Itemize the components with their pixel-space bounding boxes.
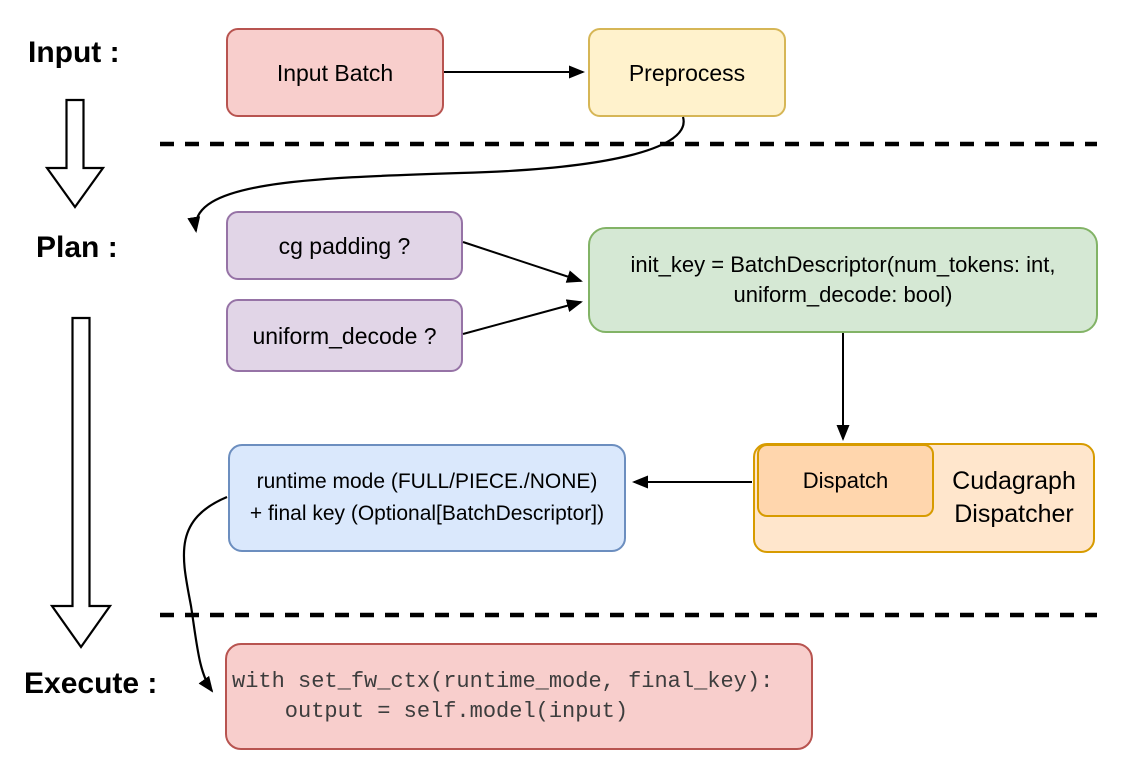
node-preprocess: Preprocess	[588, 28, 786, 117]
node-dispatch: Dispatch	[757, 444, 934, 517]
connector-runtime-mode-to-execute-code	[182, 495, 228, 693]
node-dispatch-label: Dispatch	[802, 467, 889, 493]
node-cudagraph-line1: Cudagraph	[952, 467, 1076, 495]
connector-cg-padding-to-init-key	[462, 241, 583, 283]
node-cudagraph-dispatcher-label: Cudagraph Dispatcher	[935, 445, 1093, 551]
stage-flow-arrow-input-to-plan	[44, 98, 106, 209]
node-execute-code-text: with set_fw_ctx(runtime_mode, final_key)…	[232, 668, 774, 724]
stage-flow-arrow-plan-to-execute	[49, 316, 113, 649]
node-runtime-mode: runtime mode (FULL/PIECE./NONE) + final …	[228, 444, 626, 552]
node-uniform-decode-label: uniform_decode ?	[252, 322, 437, 349]
node-init-key-line2: uniform_decode: bool)	[733, 282, 953, 307]
node-execute-code: with set_fw_ctx(runtime_mode, final_key)…	[225, 643, 813, 750]
stage-label-plan: Plan :	[36, 231, 118, 264]
node-input-batch-label: Input Batch	[276, 59, 394, 86]
node-input-batch: Input Batch	[226, 28, 444, 117]
node-cg-padding: cg padding ?	[226, 211, 463, 280]
connector-uniform-decode-to-init-key	[462, 299, 583, 335]
node-cg-padding-label: cg padding ?	[278, 232, 411, 259]
stage-label-execute: Execute :	[24, 667, 158, 700]
node-init-key: init_key = BatchDescriptor(num_tokens: i…	[588, 227, 1098, 333]
node-cudagraph-line2: Dispatcher	[954, 500, 1074, 528]
node-preprocess-label: Preprocess	[628, 59, 746, 86]
stage-label-input: Input :	[28, 36, 120, 69]
node-uniform-decode: uniform_decode ?	[226, 299, 463, 372]
node-init-key-line1: init_key = BatchDescriptor(num_tokens: i…	[630, 252, 1056, 277]
node-runtime-mode-line2: + final key (Optional[BatchDescriptor])	[249, 502, 605, 525]
node-runtime-mode-line1: runtime mode (FULL/PIECE./NONE)	[256, 470, 598, 493]
